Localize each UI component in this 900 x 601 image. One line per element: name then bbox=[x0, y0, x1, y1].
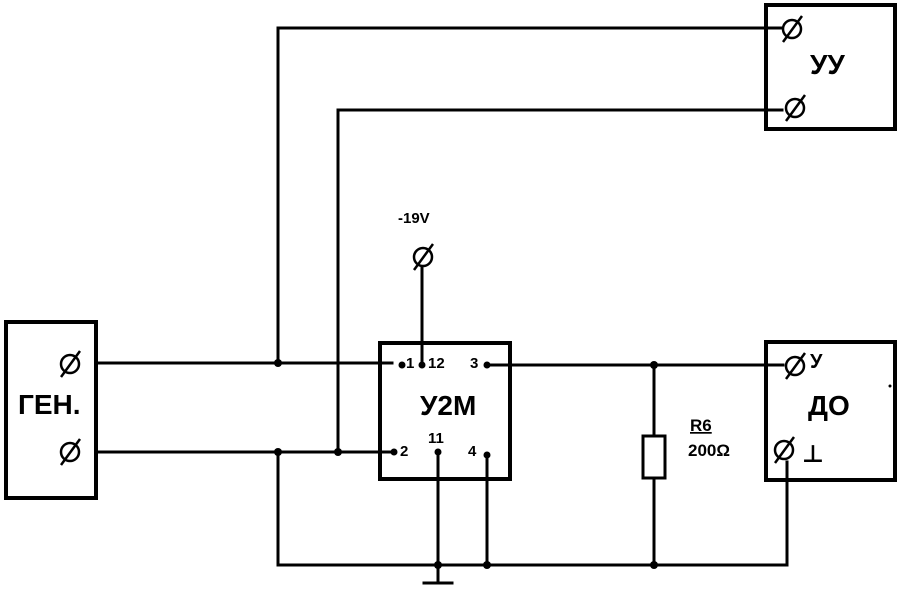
terminal-icon bbox=[784, 352, 807, 380]
junction-dot bbox=[334, 448, 342, 456]
gen-label: ГЕН. bbox=[18, 389, 81, 420]
pin-dot bbox=[483, 451, 491, 459]
supply-terminal: -19V bbox=[398, 210, 435, 271]
terminal-icon bbox=[59, 438, 82, 466]
resistor-body bbox=[641, 434, 667, 480]
resistor-value: 200Ω bbox=[688, 441, 730, 460]
junction-dot bbox=[483, 561, 491, 569]
terminal-icon bbox=[773, 436, 796, 464]
uu-box bbox=[764, 3, 897, 131]
pin-label-1: 1 bbox=[406, 355, 414, 372]
junction-dot bbox=[274, 359, 282, 367]
junction-dot bbox=[650, 561, 658, 569]
do-block: ДО У ⊥ bbox=[764, 340, 897, 482]
supply-label: -19V bbox=[398, 210, 430, 227]
pin-dot bbox=[434, 448, 442, 456]
pin-dot bbox=[418, 361, 426, 369]
junction-dot bbox=[434, 561, 442, 569]
resistor-name: R6 bbox=[690, 416, 712, 435]
terminal-icon bbox=[412, 243, 435, 271]
u2m-block: У2М 1 12 3 2 11 4 bbox=[378, 341, 512, 481]
terminal-icon bbox=[59, 350, 82, 378]
junction-dots bbox=[274, 359, 658, 569]
pin-label-11: 11 bbox=[428, 430, 444, 447]
pin-label-4: 4 bbox=[468, 443, 477, 460]
wire-gen-to-uu-bottom bbox=[336, 108, 784, 454]
uu-block: УУ bbox=[764, 3, 897, 131]
do-label: ДО bbox=[808, 390, 850, 421]
gen-block: ГЕН. bbox=[4, 320, 98, 500]
u2m-box bbox=[378, 341, 512, 481]
do-terminal-top-label: У bbox=[810, 351, 823, 373]
pin-label-12: 12 bbox=[428, 355, 445, 372]
pin-dot bbox=[483, 361, 491, 369]
do-terminal-bottom-label: ⊥ bbox=[802, 441, 824, 468]
wires bbox=[94, 26, 789, 585]
pin-label-3: 3 bbox=[470, 355, 478, 372]
junction-dot bbox=[650, 361, 658, 369]
do-box bbox=[764, 340, 897, 482]
pin-label-2: 2 bbox=[400, 443, 408, 460]
wire-gen-to-uu-top bbox=[276, 26, 784, 365]
junction-dot bbox=[274, 448, 282, 456]
wire-ground-bus bbox=[276, 450, 789, 567]
uu-label: УУ bbox=[810, 49, 845, 80]
pin-dot bbox=[390, 448, 398, 456]
resistor-r6: R6 200Ω bbox=[641, 416, 730, 480]
gen-box bbox=[4, 320, 98, 500]
terminal-icon bbox=[784, 94, 807, 122]
terminal-icon bbox=[781, 15, 804, 43]
u2m-label: У2М bbox=[420, 390, 476, 421]
pin-dot bbox=[398, 361, 406, 369]
corner-mark bbox=[888, 384, 892, 388]
